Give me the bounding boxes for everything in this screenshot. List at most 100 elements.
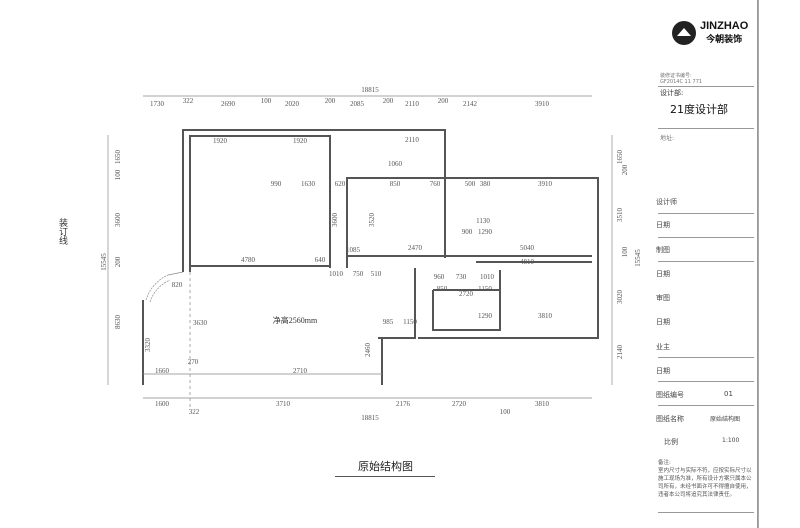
- dimension-label-interior: 3520: [368, 213, 376, 228]
- dimension-label-interior: 2110: [405, 136, 419, 144]
- date-label: 日期: [656, 221, 670, 229]
- dimension-label-interior: 900: [462, 228, 473, 236]
- dimension-label-top: 2690: [221, 100, 236, 108]
- wall-right-block: [346, 177, 599, 339]
- dimension-label-top: 200: [325, 97, 336, 105]
- dimension-label-interior: 3600: [331, 213, 339, 228]
- drawing-title: 原始结构图: [358, 460, 413, 473]
- dimension-label-interior: 620: [335, 180, 346, 188]
- dimension-label-interior: 850: [437, 285, 448, 293]
- date-label: 日期: [656, 270, 670, 278]
- cert-label: 装修证书编号:: [660, 73, 692, 79]
- notes: 备注: 室内尺寸与实际不符，应按实际尺寸以施工现场为准，所有设计方案只属本公司所…: [658, 459, 752, 499]
- date-label: 日期: [656, 318, 670, 326]
- dimension-label-interior: 640: [315, 256, 326, 264]
- dimension-label-interior: 2470: [408, 244, 423, 252]
- wall-corridor: [378, 268, 416, 339]
- dimension-label-interior: 3910: [538, 180, 553, 188]
- dimension-label-top: 2142: [463, 100, 478, 108]
- dimension-label-interior: 2720: [459, 290, 474, 298]
- dimension-label-left: 8630: [114, 315, 122, 330]
- dimension-label-interior: 730: [456, 273, 467, 281]
- dimension-label-bottom: 2176: [396, 400, 411, 408]
- divider: [658, 213, 754, 214]
- dimension-label-top: 322: [183, 97, 194, 105]
- dimension-label-interior: 1150: [403, 318, 417, 326]
- dimension-label-interior: 990: [271, 180, 282, 188]
- designer-label: 设计师: [656, 198, 677, 206]
- wall-top-left-block: [182, 129, 446, 272]
- divider: [658, 357, 754, 358]
- company-logo: JINZHAO 今朝装饰: [672, 20, 748, 45]
- binding-line-label: 装订线: [57, 218, 67, 245]
- divider: [658, 261, 754, 262]
- divider: [658, 86, 754, 87]
- dimension-label-right: 200: [621, 164, 629, 175]
- address-label: 地址:: [660, 135, 675, 142]
- dimension-label-interior: 1085: [346, 246, 361, 254]
- scale: 1:100: [722, 437, 740, 444]
- dimension-label-interior: 1920: [293, 137, 308, 145]
- dimension-label-right: 3020: [616, 290, 624, 305]
- balcony-edge: [167, 271, 184, 276]
- drawing-name: 原始结构图: [710, 416, 741, 423]
- dimension-label-interior: 4780: [241, 256, 256, 264]
- drawing-name-label: 图纸名称: [656, 415, 684, 423]
- dimension-label-interior: 270: [188, 358, 199, 366]
- dimension-label-right: 3510: [616, 208, 624, 223]
- dimension-label-interior: 2710: [293, 367, 308, 375]
- dimension-label-bottom: 3710: [276, 400, 291, 408]
- dimension-label-interior: 500: [465, 180, 476, 188]
- dimension-label-left: 15545: [100, 253, 108, 271]
- dimension-label-interior: 1010: [480, 273, 495, 281]
- dimension-label-interior: 985: [383, 318, 394, 326]
- dimension-label-interior: 1010: [329, 270, 344, 278]
- curved-balcony: [145, 274, 171, 303]
- dimension-label-bottom: 2720: [452, 400, 467, 408]
- drawing-no-label: 图纸编号: [656, 391, 684, 399]
- dimension-label-right: 1650: [616, 150, 624, 165]
- dimension-label-interior: 960: [434, 273, 445, 281]
- dimension-label-top: 2085: [350, 100, 365, 108]
- dimension-label-top: 2110: [405, 100, 419, 108]
- divider: [658, 237, 754, 238]
- dimension-label-top: 1730: [150, 100, 165, 108]
- dimension-label-interior: 3810: [538, 312, 553, 320]
- design-dept: 21度设计部: [670, 103, 728, 116]
- dimension-label-left: 1650: [114, 150, 122, 165]
- dimension-label-bottom: 322: [189, 408, 200, 416]
- dimension-label-top: 200: [438, 97, 449, 105]
- brand-en: JINZHAO: [700, 20, 749, 32]
- title-block: JINZHAO 今朝装饰 装修证书编号: GF2014C 11 771 设计部:…: [652, 0, 759, 528]
- dimension-label-interior: 1630: [301, 180, 316, 188]
- dimension-label-interior: 3630: [193, 319, 208, 327]
- dimension-label-right: 2140: [616, 345, 624, 360]
- dimension-label-left: 100: [114, 169, 122, 180]
- total-dimension-bottom: 18815: [361, 414, 379, 422]
- dimension-label-interior: 1290: [478, 228, 493, 236]
- dimension-label-interior: 1130: [476, 217, 490, 225]
- dimension-label-top: 3910: [535, 100, 550, 108]
- wall-bedroom: [189, 135, 331, 272]
- ceiling-height-note: 净高2560mm: [273, 315, 318, 325]
- dimension-label-bottom: 3810: [535, 400, 550, 408]
- dimension-label-interior: 820: [172, 281, 183, 289]
- design-dept-label: 设计部:: [660, 89, 684, 97]
- dimension-label-interior: 5040: [520, 244, 535, 252]
- notes-text: 室内尺寸与实际不符，应按实际尺寸以施工现场为准，所有设计方案只属本公司所有，未经…: [658, 468, 752, 498]
- dimension-label-interior: 3320: [144, 338, 152, 353]
- dimension-label-interior: 1290: [478, 312, 493, 320]
- notes-label: 备注:: [658, 460, 671, 466]
- divider: [658, 405, 754, 406]
- drafter-label: 制图: [656, 246, 670, 254]
- dimension-label-interior: 1150: [478, 285, 492, 293]
- dimension-label-interior: 1060: [388, 160, 403, 168]
- dimension-label-interior: 1920: [213, 137, 228, 145]
- dimension-label-interior: 2460: [364, 343, 372, 358]
- owner-label: 业主: [656, 343, 670, 351]
- frame-line: [757, 0, 758, 528]
- drawing-no: 01: [724, 390, 733, 398]
- dimension-label-top: 2020: [285, 100, 300, 108]
- dimension-label-interior: 4810: [520, 258, 535, 266]
